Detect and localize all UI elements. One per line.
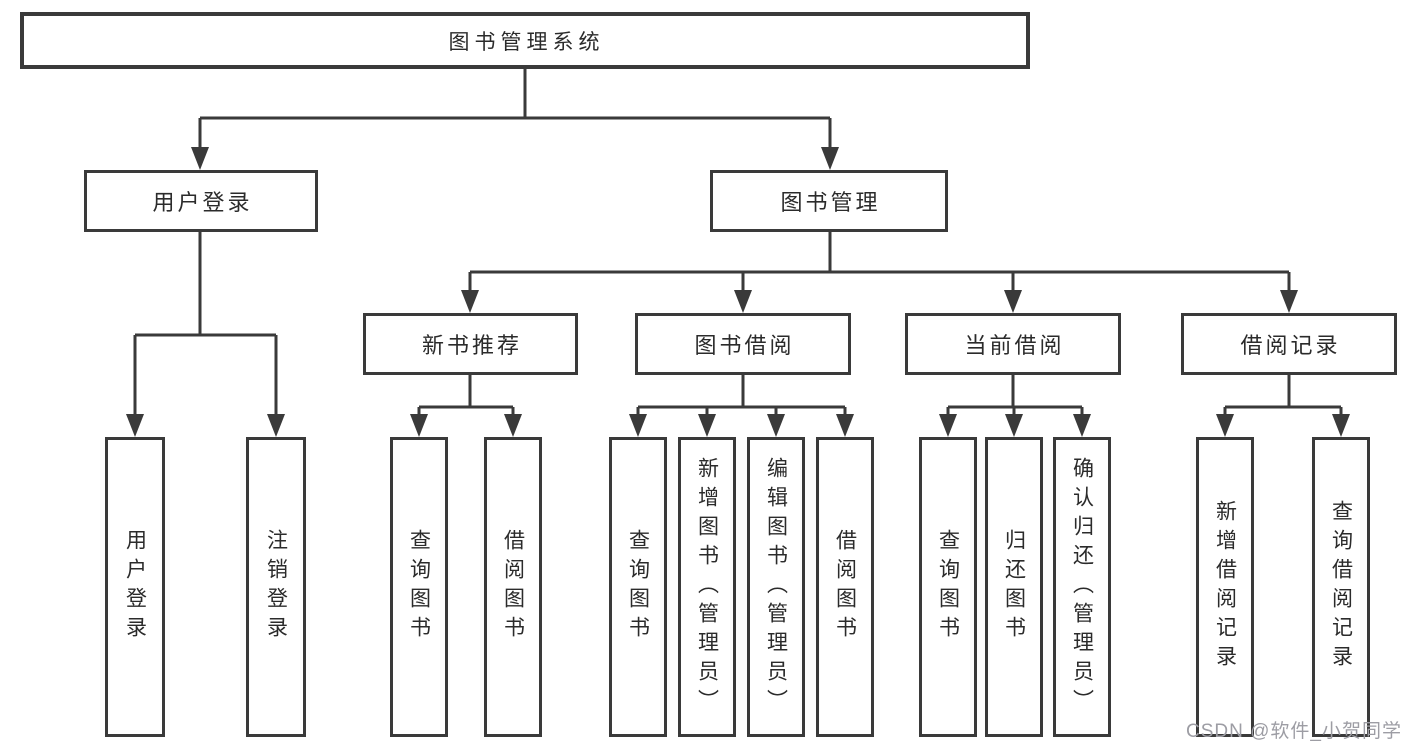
leaf-query-record: 查询借阅记录 (1312, 437, 1370, 737)
arrowhead-icon (410, 414, 428, 437)
arrowhead-icon (821, 147, 839, 170)
arrowhead-icon (1004, 290, 1022, 313)
arrowhead-icon (1332, 414, 1350, 437)
node-borrow-records: 借阅记录 (1181, 313, 1397, 375)
connector-book-borrow-to-leaves (629, 375, 854, 437)
connector-root-to-level2 (191, 69, 839, 170)
leaf-add-record: 新增借阅记录 (1196, 437, 1254, 737)
leaf-confirm-return: 确认归还（管理员） (1053, 437, 1111, 737)
arrowhead-icon (461, 290, 479, 313)
node-label: 借阅记录 (1240, 333, 1341, 358)
node-label: 用户登录 (123, 529, 147, 645)
leaf-borrow-edit-book: 编辑图书（管理员） (747, 437, 805, 737)
node-label: 借阅图书 (833, 529, 857, 645)
connector-line (468, 232, 1291, 293)
leaf-borrow-book: 借阅图书 (816, 437, 874, 737)
node-label: 新书推荐 (421, 333, 522, 358)
connector-line (198, 69, 832, 150)
leaf-user-login: 用户登录 (105, 437, 165, 737)
arrowhead-icon (1216, 414, 1234, 437)
node-label: 查询借阅记录 (1329, 500, 1353, 674)
arrowhead-icon (1280, 290, 1298, 313)
node-label: 图书管理 (780, 190, 881, 215)
node-label: 归还图书 (1002, 529, 1026, 645)
arrowhead-icon (836, 414, 854, 437)
watermark: CSDN @软件_小贺同学 (1186, 721, 1402, 742)
connector-user-login-to-leaves (126, 232, 285, 437)
arrowhead-icon (939, 414, 957, 437)
arrowhead-icon (1005, 414, 1023, 437)
connector-line (1223, 375, 1343, 417)
arrowhead-icon (698, 414, 716, 437)
connector-line (417, 375, 515, 417)
connector-line (636, 375, 847, 417)
leaf-borrow-add-book: 新增图书（管理员） (678, 437, 736, 737)
leaf-return-book: 归还图书 (985, 437, 1043, 737)
node-label: 注销登录 (264, 529, 288, 645)
leaf-new-books-borrow: 借阅图书 (484, 437, 542, 737)
arrowhead-icon (126, 414, 144, 437)
node-user-login: 用户登录 (84, 170, 318, 232)
node-label: 查询图书 (626, 529, 650, 645)
connector-borrow-records-to-leaves (1216, 375, 1350, 437)
leaf-current-query: 查询图书 (919, 437, 977, 737)
node-label: 借阅图书 (501, 529, 525, 645)
arrowhead-icon (734, 290, 752, 313)
node-label: 用户登录 (152, 190, 253, 215)
node-label: 图书管理系统 (448, 30, 605, 54)
node-book-management: 图书管理 (710, 170, 948, 232)
leaf-logout: 注销登录 (246, 437, 306, 737)
node-label: 新增借阅记录 (1213, 500, 1237, 674)
connector-line (946, 375, 1084, 417)
arrowhead-icon (767, 414, 785, 437)
node-root-system: 图书管理系统 (20, 12, 1030, 69)
arrowhead-icon (267, 414, 285, 437)
node-label: 编辑图书（管理员） (764, 456, 788, 718)
node-new-books: 新书推荐 (363, 313, 578, 375)
node-label: 查询图书 (407, 529, 431, 645)
connector-line (133, 232, 278, 417)
node-book-borrow: 图书借阅 (635, 313, 851, 375)
node-current-borrow: 当前借阅 (905, 313, 1121, 375)
leaf-borrow-query: 查询图书 (609, 437, 667, 737)
leaf-new-books-query: 查询图书 (390, 437, 448, 737)
arrowhead-icon (1073, 414, 1091, 437)
connector-current-borrow-to-leaves (939, 375, 1091, 437)
connector-new-books-to-leaves (410, 375, 522, 437)
node-label: 新增图书（管理员） (695, 456, 719, 718)
node-label: 当前借阅 (964, 333, 1065, 358)
arrowhead-icon (504, 414, 522, 437)
node-label: 确认归还（管理员） (1070, 456, 1094, 718)
node-label: 查询图书 (936, 529, 960, 645)
arrowhead-icon (629, 414, 647, 437)
node-label: 图书借阅 (694, 333, 795, 358)
connector-book-management-to-level3 (461, 232, 1298, 313)
arrowhead-icon (191, 147, 209, 170)
